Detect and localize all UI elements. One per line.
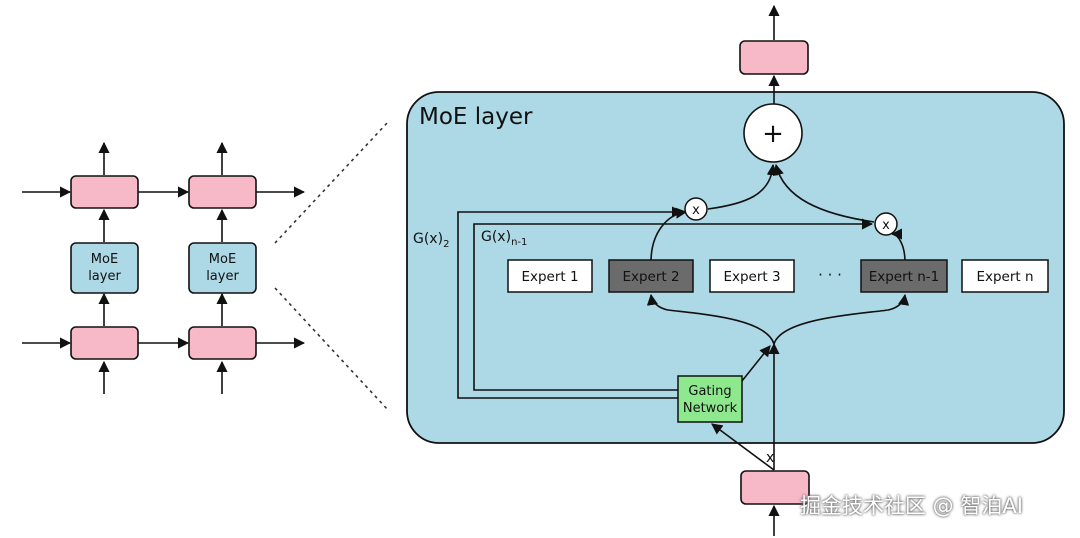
input-distribution [646,293,910,471]
moe-block-1-label-2: layer [88,269,121,284]
watermark: 掘金技术社区 @ 智泊AI [800,494,1023,518]
multiply-node-n-1: x [874,212,898,236]
gate-weight-2-label: G(x)2 [413,231,449,250]
expert-2-label: Expert 2 [622,269,679,285]
sum-input-curves [707,163,875,223]
expert-3: Expert 3 [709,259,795,293]
input-box [740,470,810,505]
expert-2: Expert 2 [608,259,694,293]
layer-box-bottom-1 [70,326,139,360]
expert-n-label: Expert n [976,269,1033,285]
zoom-lines [274,121,389,411]
layer-box-bottom-2 [188,326,257,360]
gating-label-1: Gating [688,384,731,399]
gating-weight-lines [457,206,874,399]
multiply-node-2: x [684,197,708,221]
layer-box-top-2 [188,175,257,209]
moe-block-2: MoE layer [188,242,257,294]
gate-weight-n-1-label: G(x)n-1 [481,229,527,248]
layer-box-top-1 [70,175,139,209]
output-box [739,40,809,75]
expert-n-1: Expert n-1 [860,259,948,293]
moe-block-2-label: MoE [209,252,236,267]
multiply-symbol-n-1: x [882,218,890,233]
multiply-symbol-2: x [692,203,700,218]
experts-ellipsis: · · · [818,266,842,284]
expert-n-1-label: Expert n-1 [869,269,940,285]
plus-symbol: + [762,119,784,149]
gating-network: Gating Network [677,375,743,423]
moe-block-1: MoE layer [70,242,139,294]
moe-block-1-label: MoE [91,252,118,267]
input-x-label: x [766,450,774,466]
expert-n: Expert n [961,259,1049,293]
expert-1: Expert 1 [507,259,593,293]
expert-3-label: Expert 3 [723,269,780,285]
moe-layer-title: MoE layer [419,104,533,130]
gating-label-2: Network [683,401,738,416]
moe-block-2-label-2: layer [206,269,239,284]
expert-1-label: Expert 1 [521,269,578,285]
left-stack [22,141,306,394]
sum-node: + [743,103,803,163]
